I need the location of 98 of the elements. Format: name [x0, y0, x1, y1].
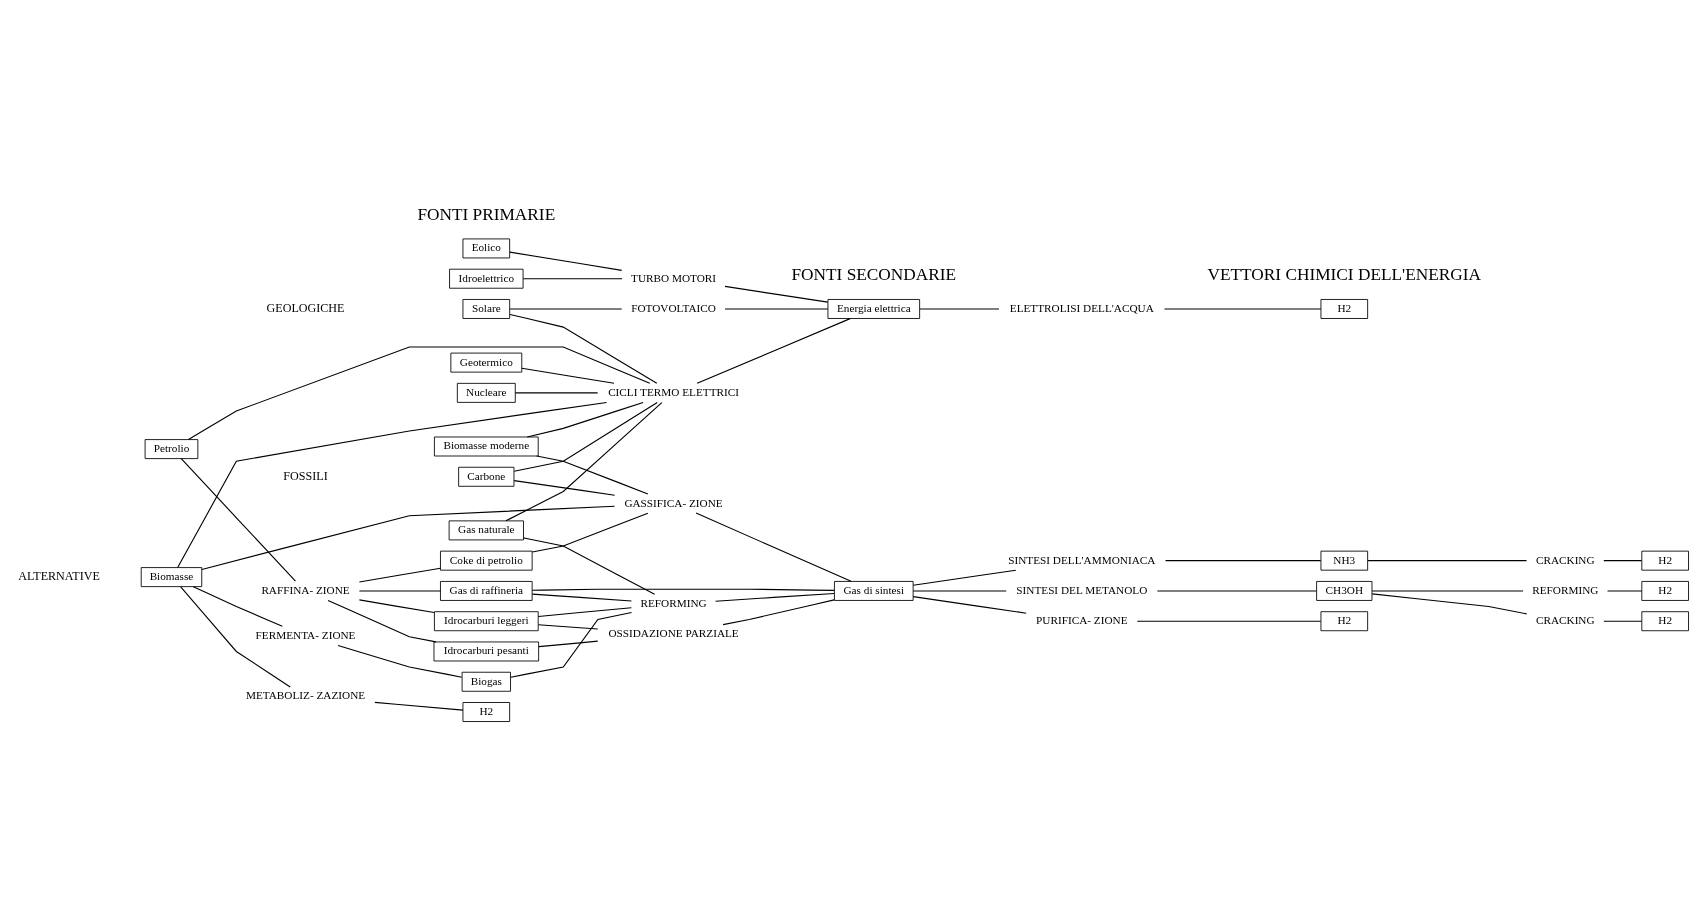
- connector: [912, 589, 1007, 591]
- connector: [696, 317, 851, 384]
- node-text: TURBO MOTORI: [631, 271, 717, 284]
- node-box: Solare: [462, 298, 511, 319]
- connector: [724, 307, 829, 310]
- connector: [180, 457, 297, 582]
- connector: [509, 251, 623, 271]
- node-box: Energia elettrica: [827, 298, 921, 319]
- label: VETTORI CHIMICI DELL'ENERGIA: [1207, 264, 1482, 284]
- connector: [521, 367, 615, 384]
- node-box: Nucleare: [456, 382, 516, 403]
- node-box: Geotermico: [450, 352, 523, 373]
- node-box: Idrocarburi pesanti: [433, 641, 540, 661]
- node-box: NH3: [1320, 550, 1369, 571]
- node-text: GASSIFICA- ZIONE: [624, 496, 723, 509]
- node-box: H2: [1641, 610, 1689, 631]
- node-box: H2: [1320, 610, 1369, 631]
- node-text: FERMENTA- ZIONE: [255, 628, 356, 641]
- node-box: H2: [462, 701, 511, 722]
- node-box: H2: [1320, 298, 1369, 319]
- node-box: Biogas: [461, 671, 511, 692]
- connector: [531, 512, 649, 552]
- connector: [201, 505, 616, 570]
- connector: [327, 599, 437, 642]
- label: ALTERNATIVE: [18, 568, 100, 583]
- node-box: Idrocarburi leggeri: [434, 610, 539, 631]
- node-text: REFORMING: [640, 596, 707, 609]
- node-box: H2: [1641, 580, 1689, 601]
- connector: [722, 598, 835, 625]
- connector: [1163, 307, 1322, 310]
- connector: [526, 401, 644, 437]
- connector: [180, 585, 291, 687]
- node-box: Petrolio: [144, 438, 199, 459]
- connector: [1371, 589, 1524, 591]
- connector: [695, 512, 852, 582]
- node-text: CICLI TERMO ELETTRICI: [608, 385, 739, 398]
- connector: [177, 401, 608, 568]
- connector: [537, 606, 632, 617]
- node-text: FOTOVOLTAICO: [631, 301, 716, 314]
- connector: [531, 593, 633, 602]
- connector: [715, 592, 835, 602]
- connector: [509, 313, 658, 384]
- node-text: CRACKING: [1535, 613, 1595, 626]
- connector: [912, 569, 1017, 586]
- node-box: H2: [1641, 550, 1689, 571]
- node-box: CH3OH: [1316, 580, 1373, 601]
- connector: [513, 401, 658, 472]
- node-box: Gas di sintesi: [834, 580, 914, 601]
- node-text: ELETTROLISI DELL'ACQUA: [1009, 301, 1154, 314]
- node-box: Coke di petrolio: [440, 550, 533, 571]
- node-box: Gas naturale: [448, 519, 524, 540]
- node-box: Gas di raffineria: [440, 580, 533, 601]
- connector: [919, 307, 1000, 310]
- connector: [1603, 620, 1643, 622]
- connector: [912, 595, 1027, 614]
- connector: [536, 455, 649, 495]
- connector: [358, 598, 435, 613]
- connector: [505, 401, 663, 521]
- label: GEOLOGICHE: [266, 300, 345, 315]
- connector: [509, 307, 623, 310]
- connector: [538, 640, 599, 647]
- node-text: PURIFICA- ZIONE: [1036, 613, 1128, 626]
- connector: [374, 701, 464, 711]
- connector: [537, 623, 599, 629]
- connector: [358, 589, 441, 591]
- connector: [1606, 589, 1643, 591]
- label: FONTI PRIMARIE: [417, 204, 556, 224]
- connector: [523, 536, 656, 595]
- connector: [510, 611, 633, 678]
- connector: [1164, 559, 1322, 561]
- connector: [513, 479, 616, 496]
- node-box: Eolico: [462, 238, 511, 258]
- node-text: METABOLIZ- ZAZIONE: [245, 688, 366, 701]
- connector: [1136, 620, 1322, 622]
- connector: [358, 567, 441, 583]
- node-text: OSSIDAZIONE PARZIALE: [608, 626, 739, 639]
- connector: [187, 345, 651, 440]
- label: FONTI SECONDARIE: [791, 264, 957, 284]
- connector: [531, 588, 835, 591]
- connector: [1367, 559, 1528, 561]
- connector: [337, 644, 463, 678]
- connector: [1156, 589, 1317, 591]
- connector: [724, 285, 829, 303]
- node-text: SINTESI DELL'AMMONIACA: [1008, 553, 1156, 566]
- connector: [514, 391, 599, 393]
- node-text: RAFFINA- ZIONE: [261, 583, 350, 596]
- node-text: CRACKING: [1535, 553, 1595, 566]
- node-box: Biomasse moderne: [434, 436, 539, 456]
- node-box: Biomasse: [140, 566, 203, 587]
- label: FOSSILI: [283, 468, 328, 483]
- node-box: Idroelettrico: [449, 268, 524, 289]
- connector: [1371, 592, 1528, 614]
- connector: [1603, 559, 1643, 561]
- node-text: REFORMING: [1532, 583, 1599, 596]
- connector: [192, 585, 283, 627]
- connector: [522, 277, 623, 279]
- node-box: Carbone: [458, 466, 515, 487]
- node-text: SINTESI DEL METANOLO: [1016, 583, 1148, 596]
